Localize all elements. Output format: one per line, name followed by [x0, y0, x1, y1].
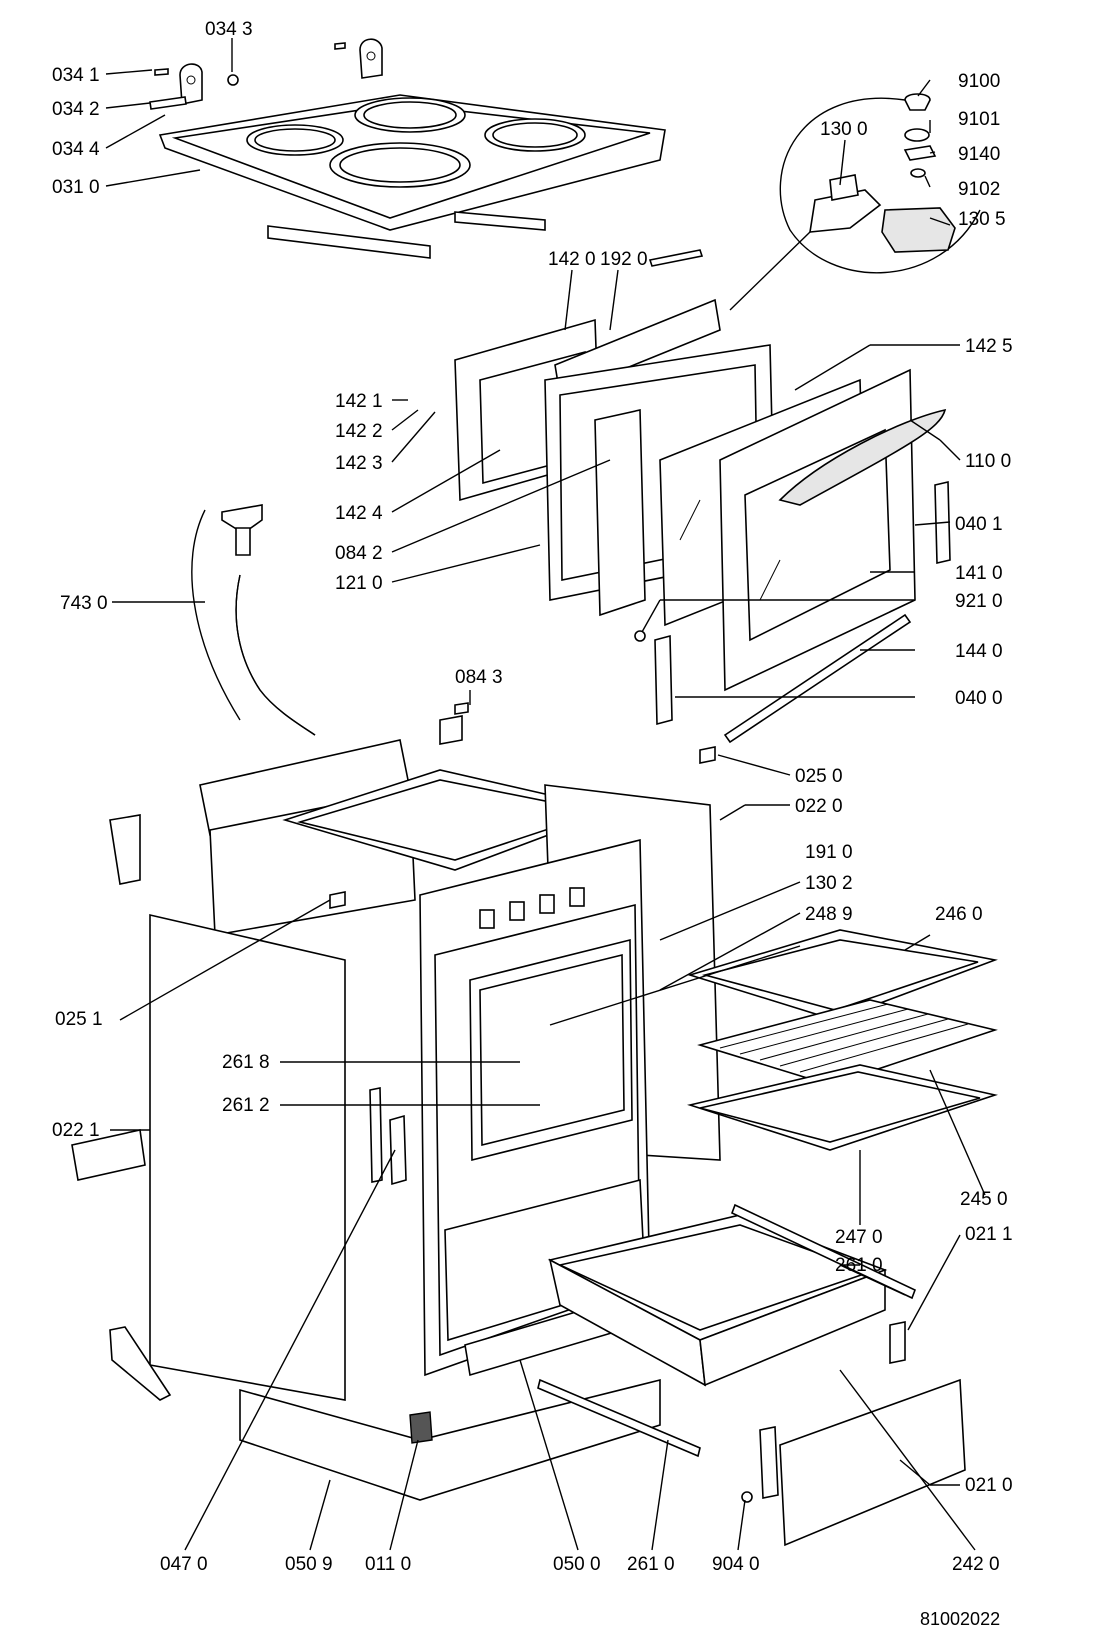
callout-2618: 261 8: [222, 1052, 270, 1073]
callout-2460: 246 0: [935, 904, 983, 925]
callout-1920: 192 0: [600, 249, 648, 270]
callout-0310: 031 0: [52, 177, 100, 198]
knob-inset: [729, 93, 981, 311]
callout-1300: 130 0: [820, 119, 868, 140]
callout-2450: 245 0: [960, 1189, 1008, 1210]
callout-1410: 141 0: [955, 563, 1003, 584]
callout-0401: 040 1: [955, 514, 1003, 535]
callout-9100: 9100: [958, 71, 1001, 92]
callout-1305: 130 5: [958, 209, 1006, 230]
gas-hose: [191, 504, 316, 736]
callout-0344: 034 4: [52, 139, 100, 160]
callout-0509: 050 9: [285, 1554, 333, 1575]
callout-0220: 022 0: [795, 796, 843, 817]
callout-9102: 9102: [958, 179, 1001, 200]
callout-0221: 022 1: [52, 1120, 100, 1141]
callout-9210: 921 0: [955, 591, 1003, 612]
callout-9040: 904 0: [712, 1554, 760, 1575]
callout-1422: 142 2: [335, 421, 383, 442]
callout-1423: 142 3: [335, 453, 383, 474]
callout-1440: 144 0: [955, 641, 1003, 662]
callout-0470: 047 0: [160, 1554, 208, 1575]
callout-0342: 034 2: [52, 99, 100, 120]
callout-1425: 142 5: [965, 336, 1013, 357]
callout-0343: 034 3: [205, 19, 253, 40]
callout-0843: 084 3: [455, 667, 503, 688]
rack-wires: [719, 1003, 969, 1073]
callout-0251: 025 1: [55, 1009, 103, 1030]
callout-2610-bottom: 261 0: [627, 1554, 675, 1575]
callout-9140: 9140: [958, 144, 1001, 165]
callout-1210: 121 0: [335, 573, 383, 594]
callout-2470: 247 0: [835, 1227, 883, 1248]
leader-lines: [105, 38, 986, 1551]
cooktop-part: [158, 94, 666, 259]
trays-racks: [537, 929, 998, 1547]
callout-1302: 130 2: [805, 873, 853, 894]
callout-0211: 021 1: [965, 1224, 1013, 1245]
callout-0210: 021 0: [965, 1475, 1013, 1496]
callout-2610-top: 261 0: [835, 1255, 883, 1276]
callout-0400: 040 0: [955, 688, 1003, 709]
callout-0341: 034 1: [52, 65, 100, 86]
door-assembly: [454, 249, 951, 744]
cooktop-hinges: [149, 38, 383, 110]
drawing-number: 81002022: [920, 1609, 1001, 1629]
callout-1421: 142 1: [335, 391, 383, 412]
callout-2612: 261 2: [222, 1095, 270, 1116]
callout-9101: 9101: [958, 109, 1001, 130]
callout-0842: 084 2: [335, 543, 383, 564]
callout-0110: 011 0: [365, 1554, 412, 1575]
callout-2489: 248 9: [805, 904, 853, 925]
callout-0500: 050 0: [553, 1554, 601, 1575]
callout-1424: 142 4: [335, 503, 383, 524]
callout-0250: 025 0: [795, 766, 843, 787]
cabinet-body: [71, 702, 721, 1501]
callout-1100: 110 0: [965, 451, 1012, 472]
callout-7430: 743 0: [60, 593, 108, 614]
callout-1420: 142 0: [548, 249, 596, 270]
callout-2420: 242 0: [952, 1554, 1000, 1575]
callout-1910: 191 0: [805, 842, 853, 863]
